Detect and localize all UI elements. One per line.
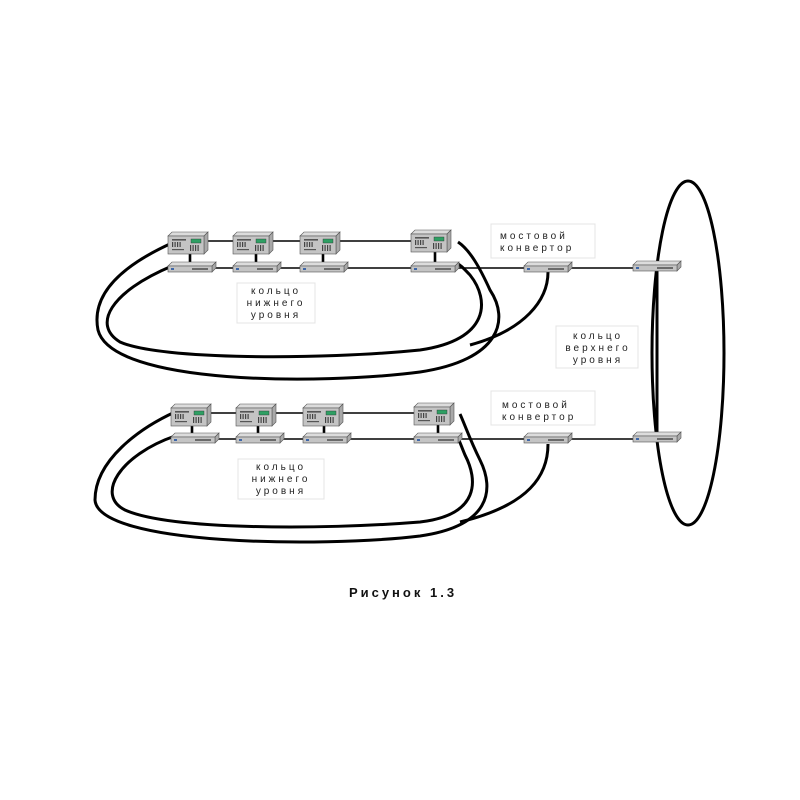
label-line: мостовой: [500, 231, 568, 242]
label-bridge-bottom: мостовой конвертор: [490, 390, 596, 426]
bottom-ring-cable-outer: [93, 410, 489, 544]
server-computer-icon: [302, 403, 344, 427]
bridge-converter-icon: [523, 261, 573, 273]
label-line: нижнего: [252, 474, 311, 485]
label-line: верхнего: [565, 343, 630, 354]
upper-ring-node-icon: [632, 260, 682, 272]
bottom-bridge-cable: [459, 443, 550, 524]
label-line: мостовой: [502, 400, 570, 411]
upper-ring-node-icon: [632, 431, 682, 443]
label-line: уровня: [256, 486, 306, 497]
top-ring-cable-outer: [95, 240, 501, 381]
top-bridge-cable: [469, 271, 550, 347]
server-computer-icon: [232, 231, 274, 255]
server-computer-icon: [170, 403, 212, 427]
top-ring-cable-inner: [105, 262, 483, 359]
network-hub-icon: [413, 432, 463, 444]
server-computer-icon: [167, 231, 209, 255]
label-lower-ring-bottom: кольцо нижнего уровня: [237, 458, 325, 500]
server-computer-icon: [299, 231, 341, 255]
label-line: кольцо: [573, 331, 623, 342]
label-line: кольцо: [251, 286, 301, 297]
bottom-ring-cable-inner: [110, 434, 474, 529]
label-lower-ring-top: кольцо нижнего уровня: [236, 282, 316, 324]
upper-ring-cable: [650, 179, 726, 527]
network-hub-icon: [232, 261, 282, 273]
label-line: уровня: [573, 355, 623, 366]
network-hub-icon: [299, 261, 349, 273]
label-upper-ring: кольцо верхнего уровня: [555, 325, 639, 369]
server-computer-icon: [235, 403, 277, 427]
network-hub-icon: [235, 432, 285, 444]
network-hub-icon: [302, 432, 352, 444]
server-computer-icon: [410, 229, 452, 253]
figure-caption: Рисунок 1.3: [349, 585, 457, 600]
label-line: конвертор: [500, 243, 574, 254]
server-computer-icon: [413, 402, 455, 426]
network-hub-icon: [170, 432, 220, 444]
bottom-lower-ring: [93, 402, 682, 544]
bridge-converter-icon: [523, 432, 573, 444]
label-line: конвертор: [502, 412, 576, 423]
network-hub-icon: [167, 261, 217, 273]
network-hub-icon: [410, 261, 460, 273]
label-line: уровня: [251, 310, 301, 321]
label-line: нижнего: [247, 298, 306, 309]
label-bridge-top: мостовой конвертор: [490, 223, 596, 259]
label-line: кольцо: [256, 462, 306, 473]
top-lower-ring: [95, 229, 682, 381]
